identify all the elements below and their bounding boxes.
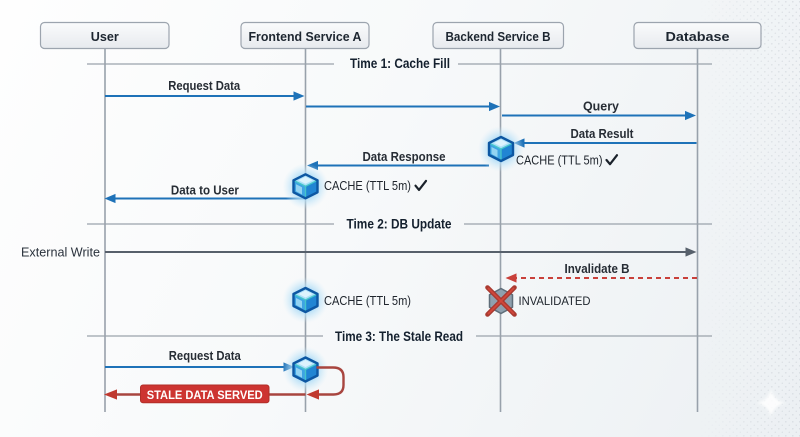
svg-text:Time 1: Cache Fill: Time 1: Cache Fill bbox=[350, 56, 450, 71]
svg-text:CACHE (TTL 5m): CACHE (TTL 5m) bbox=[324, 179, 411, 193]
svg-text:INVALIDATED: INVALIDATED bbox=[519, 294, 591, 308]
svg-text:External Write: External Write bbox=[21, 245, 100, 260]
svg-text:Time 3: The Stale Read: Time 3: The Stale Read bbox=[335, 329, 463, 344]
svg-text:Request Data: Request Data bbox=[168, 79, 241, 93]
svg-text:User: User bbox=[91, 29, 119, 44]
svg-text:Query: Query bbox=[583, 100, 619, 114]
svg-text:CACHE (TTL 5m): CACHE (TTL 5m) bbox=[516, 153, 603, 167]
svg-text:CACHE (TTL 5m): CACHE (TTL 5m) bbox=[324, 294, 411, 308]
svg-text:STALE DATA SERVED: STALE DATA SERVED bbox=[147, 388, 263, 402]
svg-text:Database: Database bbox=[666, 29, 730, 44]
svg-text:Request Data: Request Data bbox=[169, 349, 242, 363]
svg-text:Backend Service B: Backend Service B bbox=[446, 29, 551, 44]
svg-text:Data Response: Data Response bbox=[363, 150, 446, 164]
svg-text:Data to User: Data to User bbox=[171, 183, 239, 197]
svg-text:Time 2: DB Update: Time 2: DB Update bbox=[347, 217, 452, 232]
svg-text:Data Result: Data Result bbox=[571, 127, 635, 141]
svg-text:Frontend Service A: Frontend Service A bbox=[249, 29, 363, 44]
svg-text:Invalidate B: Invalidate B bbox=[565, 262, 630, 276]
